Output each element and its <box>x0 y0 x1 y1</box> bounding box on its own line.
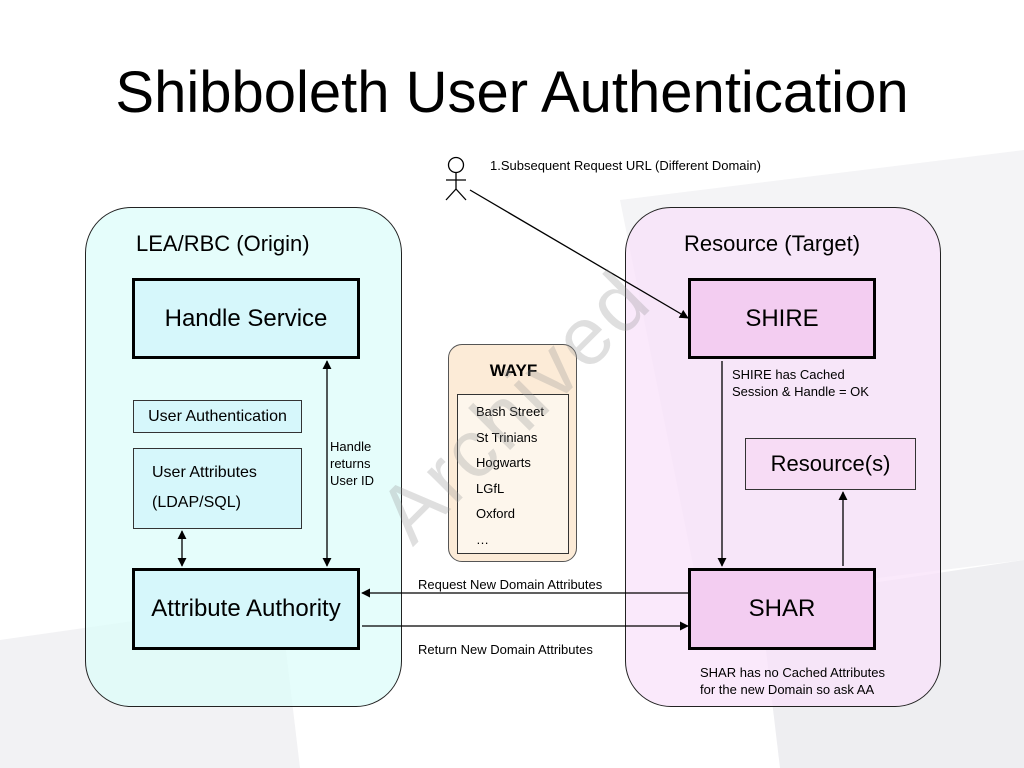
user-attributes-box: User Attributes (LDAP/SQL) <box>133 448 302 529</box>
wayf-institution-item[interactable]: Oxford <box>476 506 516 521</box>
wayf-panel: WAYF Bash Street St Trinians Hogwarts LG… <box>448 344 577 562</box>
shire-note-line: SHIRE has Cached <box>732 367 845 382</box>
handle-note: Handle returns User ID <box>330 438 374 489</box>
shire-label: SHIRE <box>745 304 819 332</box>
resources-box: Resource(s) <box>745 438 916 490</box>
shire-box: SHIRE <box>688 278 876 359</box>
shar-note-line: SHAR has no Cached Attributes <box>700 665 885 680</box>
origin-panel-title: LEA/RBC (Origin) <box>136 231 310 256</box>
target-panel-title: Resource (Target) <box>684 231 861 256</box>
shar-box: SHAR <box>688 568 876 650</box>
user-icon <box>445 156 467 201</box>
user-authentication-box: User Authentication <box>133 400 302 433</box>
wayf-institution-list: Bash Street St Trinians Hogwarts LGfL Ox… <box>457 394 569 554</box>
handle-note-line: returns <box>330 456 371 471</box>
handle-service-label: Handle Service <box>164 304 328 332</box>
shar-note: SHAR has no Cached Attributes for the ne… <box>700 664 885 698</box>
shire-note-line: Session & Handle = OK <box>732 384 869 399</box>
shar-label: SHAR <box>748 595 816 622</box>
wayf-institution-item[interactable]: Bash Street <box>476 404 544 419</box>
user-attributes-label: User Attributes <box>152 464 257 481</box>
wayf-title: WAYF <box>489 361 538 380</box>
handle-note-line: Handle <box>330 439 372 454</box>
shar-note-line: for the new Domain so ask AA <box>700 682 875 697</box>
handle-service-box: Handle Service <box>132 278 360 359</box>
handle-note-line: User ID <box>330 473 375 488</box>
attribute-authority-box: Attribute Authority <box>132 568 360 650</box>
page-title: Shibboleth User Authentication <box>115 60 909 125</box>
wayf-institution-item: … <box>476 531 489 547</box>
return-attributes-label: Return New Domain Attributes <box>418 642 593 657</box>
user-authentication-label: User Authentication <box>148 407 287 425</box>
shire-note: SHIRE has Cached Session & Handle = OK <box>732 366 869 400</box>
request-attributes-label: Request New Domain Attributes <box>418 577 603 592</box>
user-attributes-source-label: (LDAP/SQL) <box>152 494 241 511</box>
wayf-institution-item[interactable]: LGfL <box>476 480 505 496</box>
wayf-institution-item[interactable]: St Trinians <box>476 429 538 445</box>
resources-label: Resource(s) <box>770 451 891 476</box>
request-url-label: 1.Subsequent Request URL (Different Doma… <box>490 158 761 173</box>
attribute-authority-label: Attribute Authority <box>151 595 341 622</box>
wayf-institution-item[interactable]: Hogwarts <box>476 455 531 470</box>
